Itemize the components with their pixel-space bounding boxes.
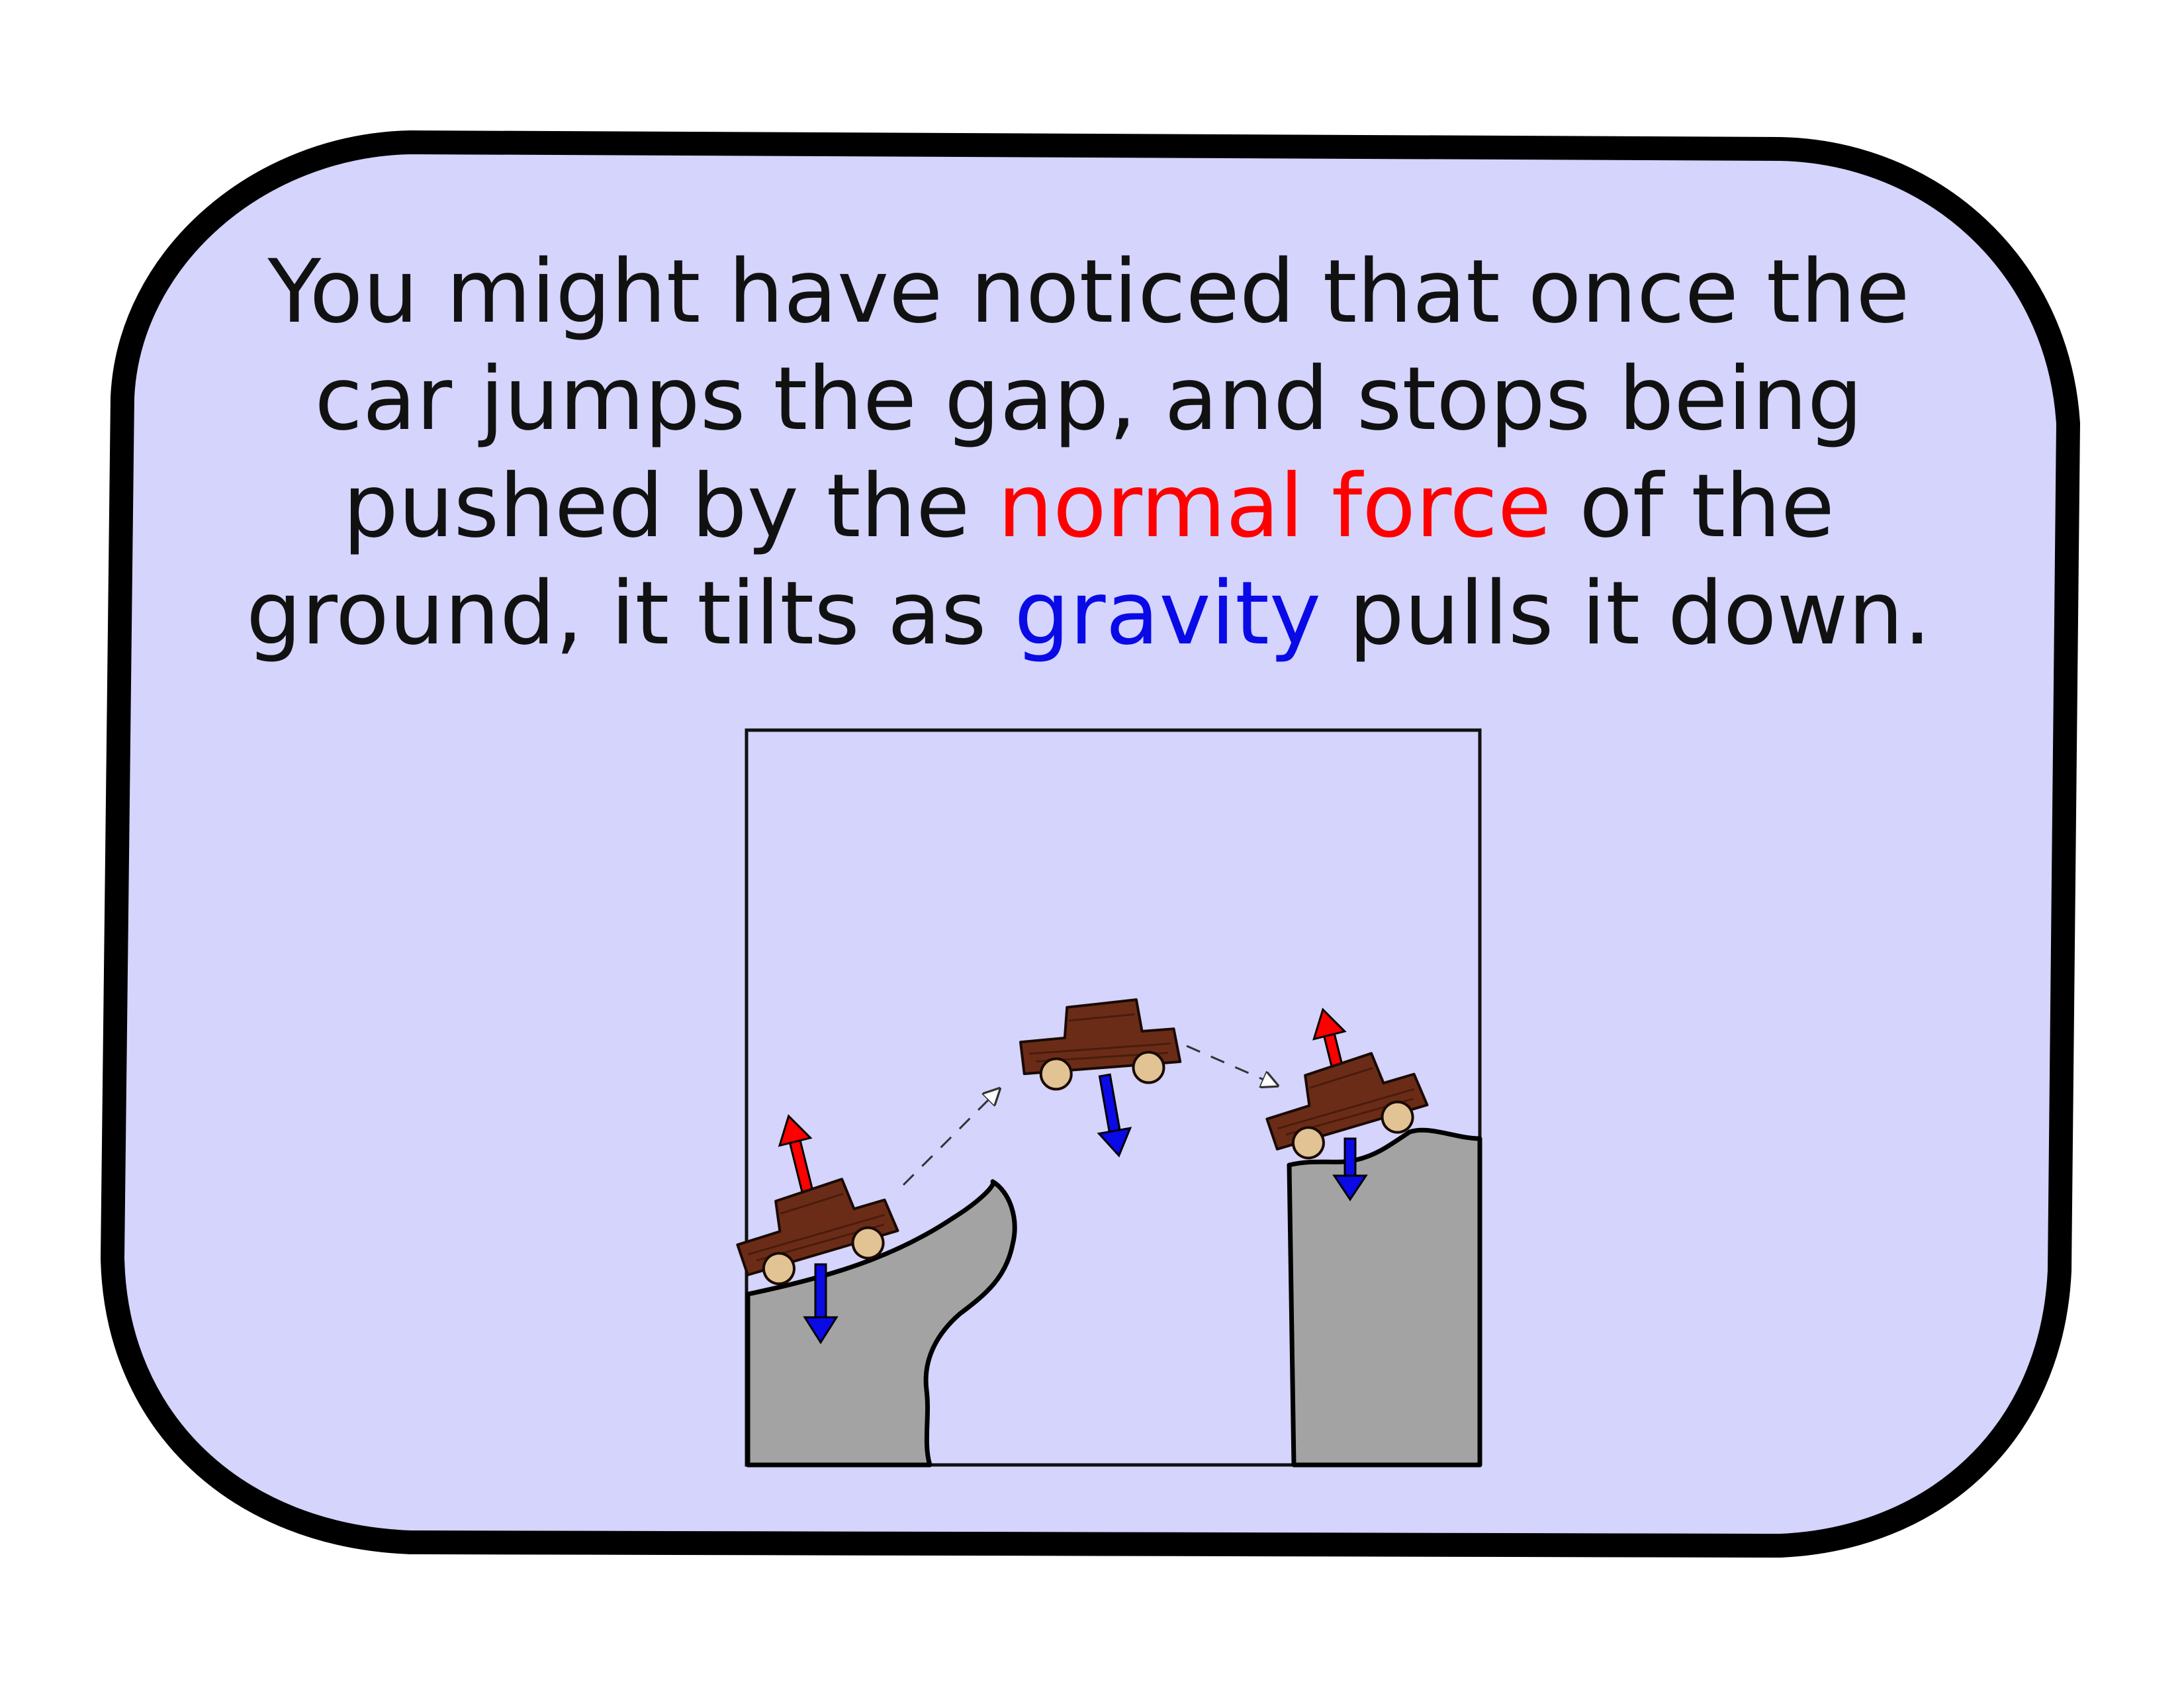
caption-part-1: You might have noticed that once the car… bbox=[267, 241, 1910, 557]
gravity-term: gravity bbox=[1014, 563, 1322, 665]
trajectory-fall bbox=[1186, 1045, 1277, 1086]
gravity-arrow bbox=[1097, 1073, 1132, 1158]
caption-text: You might have noticed that once the car… bbox=[218, 238, 1959, 667]
caption-part-2: of the ground, it tilts as bbox=[246, 455, 1835, 665]
car-mid-air bbox=[1019, 998, 1183, 1158]
gravity-arrow bbox=[1332, 1137, 1368, 1201]
car-landing bbox=[1256, 1008, 1434, 1201]
normal-force-term: normal force bbox=[997, 455, 1552, 557]
gravity-arrow bbox=[803, 1263, 839, 1344]
caption-part-3: pulls it down. bbox=[1321, 563, 1932, 665]
car-on-ramp bbox=[727, 1114, 905, 1344]
left-cliff bbox=[745, 1179, 1017, 1468]
normal-force-arrow bbox=[778, 1114, 815, 1196]
right-cliff bbox=[1287, 1127, 1482, 1468]
trajectory-rise bbox=[902, 1089, 999, 1186]
